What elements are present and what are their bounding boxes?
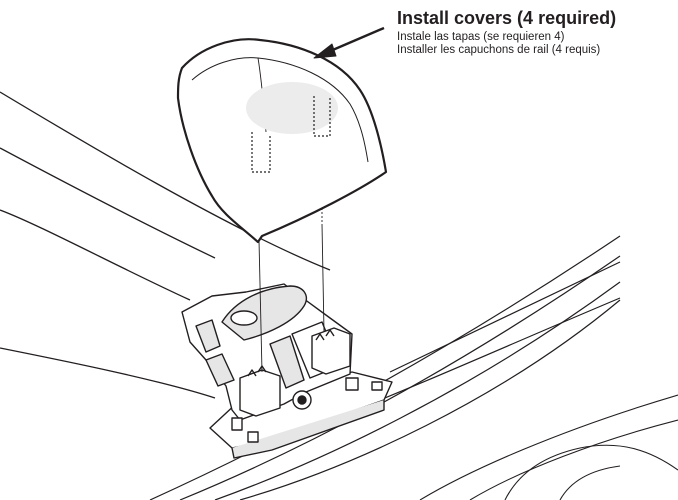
install-callout: Install covers (4 required) Instale las … [397, 8, 616, 57]
vehicle-roof [419, 394, 678, 500]
callout-arrow [313, 26, 385, 59]
callout-title: Install covers (4 required) [397, 8, 617, 28]
crossbar [0, 91, 331, 399]
roof-rack-foot [181, 283, 393, 459]
callout-french: Installer les capuchons de rail (4 requi… [397, 43, 601, 56]
callout-spanish: Instale las tapas (se requieren 4) [397, 30, 565, 43]
rail-cover [176, 38, 388, 244]
